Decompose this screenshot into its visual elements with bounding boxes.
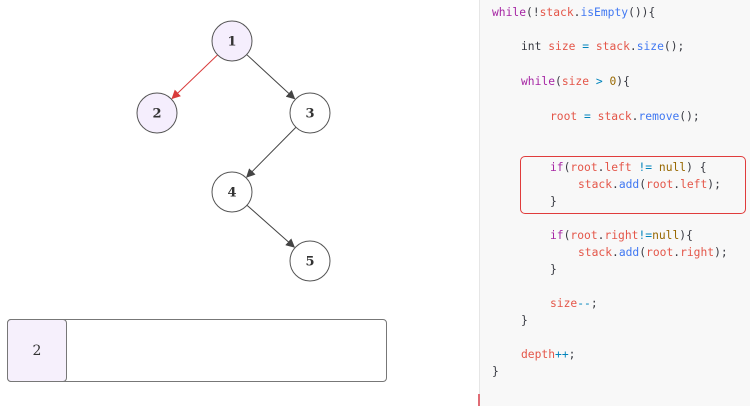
node-label: 1 — [227, 35, 236, 50]
code-line-9: stack.add(root.right); — [578, 246, 728, 259]
code-line-11: size--; — [550, 297, 598, 310]
code-line-8: if(root.right!=null){ — [550, 229, 693, 242]
edge-1-3 — [246, 54, 296, 100]
tree-node-2: 2 — [136, 92, 178, 134]
code-line-2: int size = stack.size(); — [521, 40, 685, 53]
code-line-13: depth++; — [521, 348, 576, 361]
code-line-14: } — [492, 365, 499, 378]
tree-node-4: 4 — [211, 171, 253, 213]
node-circle — [211, 171, 253, 213]
edge-4-5 — [246, 204, 296, 248]
edge-3-4 — [246, 126, 297, 178]
tree-node-3: 3 — [289, 92, 331, 134]
code-line-1: while(!stack.isEmpty()){ — [492, 6, 656, 19]
node-circle — [136, 92, 178, 134]
code-line-12: } — [521, 314, 528, 327]
node-circle — [211, 20, 253, 62]
code-highlight-box — [520, 156, 746, 214]
node-circle — [289, 92, 331, 134]
code-line-5: if(root.left != null) { — [550, 161, 707, 174]
binary-tree-diagram: 1 2 3 4 5 — [136, 20, 331, 282]
node-label: 5 — [305, 255, 314, 270]
code-line-3: while(size > 0){ — [521, 75, 630, 88]
code-panel: while(!stack.isEmpty()){ int size = stac… — [479, 0, 750, 406]
node-label: 3 — [305, 107, 314, 122]
queue-item: 2 — [7, 319, 67, 382]
code-panel-edge — [478, 394, 480, 406]
edge-1-2 — [171, 54, 218, 100]
code-line-7: } — [550, 195, 557, 208]
node-label: 2 — [152, 107, 161, 122]
tree-node-1: 1 — [211, 20, 253, 62]
node-circle — [289, 240, 331, 282]
node-label: 4 — [227, 186, 236, 201]
code-line-4: root = stack.remove(); — [550, 110, 700, 123]
queue-container: 2 — [7, 319, 387, 382]
tree-node-5: 5 — [289, 240, 331, 282]
code-line-6: stack.add(root.left); — [578, 178, 721, 191]
code-line-10: } — [550, 263, 557, 276]
